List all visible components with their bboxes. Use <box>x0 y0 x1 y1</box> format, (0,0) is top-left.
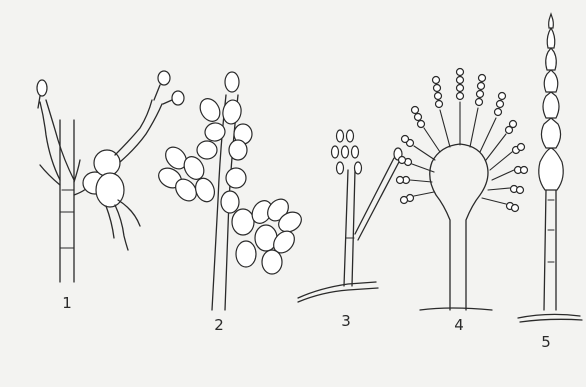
figure-label-5: 5 <box>541 333 551 351</box>
figure-label-4: 4 <box>454 316 464 334</box>
figure-label-2: 2 <box>214 316 224 334</box>
figure-label-1: 1 <box>62 294 72 312</box>
figure-label-3: 3 <box>341 312 351 330</box>
